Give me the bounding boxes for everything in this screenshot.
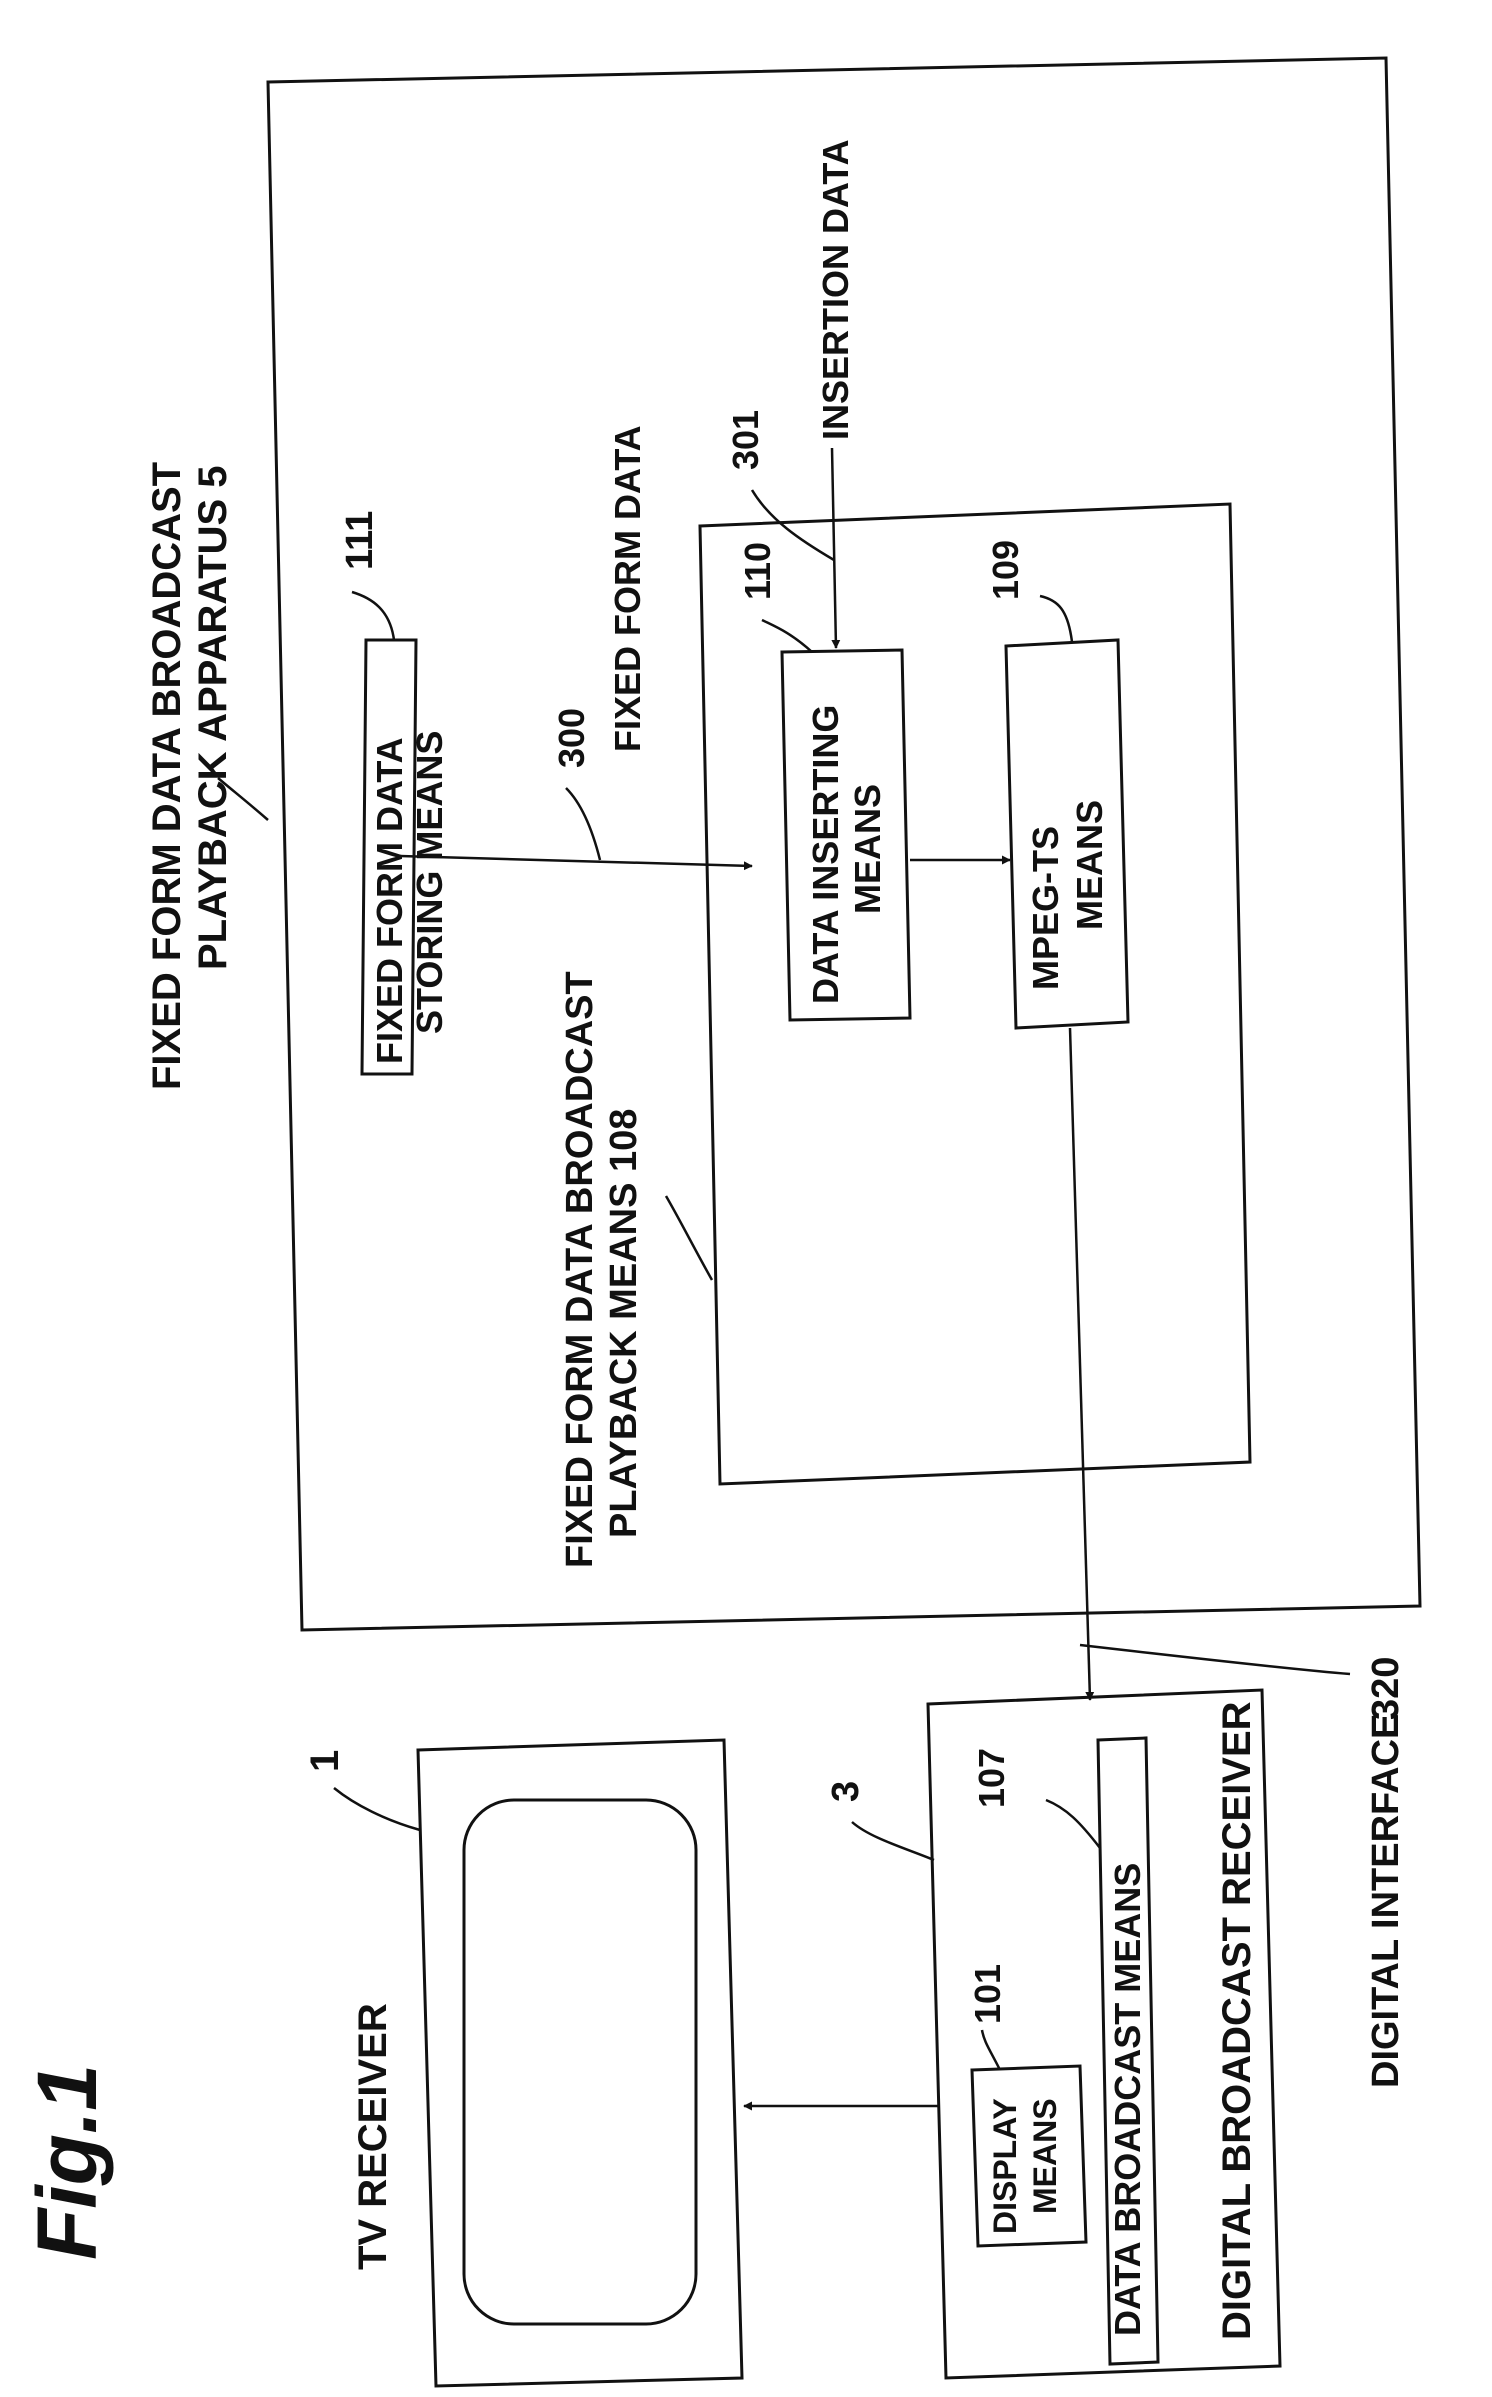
- display-means-label-line2: MEANS: [1027, 2098, 1063, 2214]
- storing-means-leader: [352, 592, 394, 640]
- tv-receiver-ref: 1: [303, 1750, 347, 1772]
- digital-interface-leader: [1080, 1645, 1350, 1674]
- signal-300-leader: [566, 788, 600, 860]
- storing-means-ref: 111: [339, 511, 381, 570]
- playback-means-label-line1: FIXED FORM DATA BROADCAST: [559, 971, 601, 1568]
- signal-300-label: FIXED FORM DATA: [607, 425, 648, 752]
- broadcast-receiver-leader: [852, 1822, 934, 1860]
- playback-means-label-line2: PLAYBACK MEANS 108: [603, 1109, 645, 1538]
- apparatus-label-line1: FIXED FORM DATA BROADCAST: [145, 462, 189, 1090]
- mpeg-ts-leader: [1040, 596, 1072, 642]
- display-means-leader: [982, 2030, 1000, 2070]
- data-inserting-means-label-line2: MEANS: [847, 784, 888, 914]
- mpeg-ts-means-label-line1: MPEG-TS: [1025, 826, 1066, 990]
- data-inserting-leader: [762, 620, 812, 652]
- tv-receiver-label: TV RECEIVER: [351, 2003, 395, 2270]
- insertion-ref: 301: [725, 410, 766, 470]
- storing-means-label-line1: FIXED FORM DATA: [369, 737, 410, 1064]
- data-broadcast-means-leader: [1046, 1800, 1100, 1848]
- data-inserting-ref: 110: [737, 542, 778, 600]
- tv-screen: [464, 1800, 696, 2324]
- playback-means-leader: [666, 1196, 712, 1280]
- insertion-data-arrow: [832, 448, 836, 648]
- digital-interface-label: DIGITAL INTERFACE: [1365, 1714, 1407, 2088]
- data-inserting-means-label-line1: DATA INSERTING: [805, 705, 846, 1004]
- apparatus-label-line2: PLAYBACK APPARATUS 5: [191, 465, 235, 970]
- figure-title: Fig.1: [20, 2064, 114, 2260]
- data-inserting-means-box: [782, 650, 910, 1020]
- signal-300-ref: 300: [551, 708, 592, 768]
- tv-receiver-leader: [334, 1788, 420, 1830]
- fixed-form-data-arrow: [400, 856, 752, 866]
- data-broadcast-means-label: DATA BROADCAST MEANS: [1107, 1863, 1148, 2336]
- display-means-label-line1: DISPLAY: [987, 2098, 1023, 2234]
- digital-interface-ref: 320: [1365, 1657, 1407, 1720]
- data-broadcast-means-ref: 107: [971, 1748, 1012, 1808]
- mpeg-ts-means-label-line2: MEANS: [1069, 800, 1110, 930]
- insertion-data-label: INSERTION DATA: [815, 139, 856, 440]
- mpeg-ts-ref: 109: [985, 540, 1026, 600]
- digital-interface-arrow: [1070, 1028, 1090, 1700]
- digital-broadcast-receiver-label: DIGITAL BROADCAST RECEIVER: [1215, 1701, 1259, 2340]
- storing-means-label-line2: STORING MEANS: [409, 731, 450, 1034]
- broadcast-receiver-ref: 3: [825, 1781, 867, 1802]
- display-means-ref: 101: [967, 1964, 1008, 2024]
